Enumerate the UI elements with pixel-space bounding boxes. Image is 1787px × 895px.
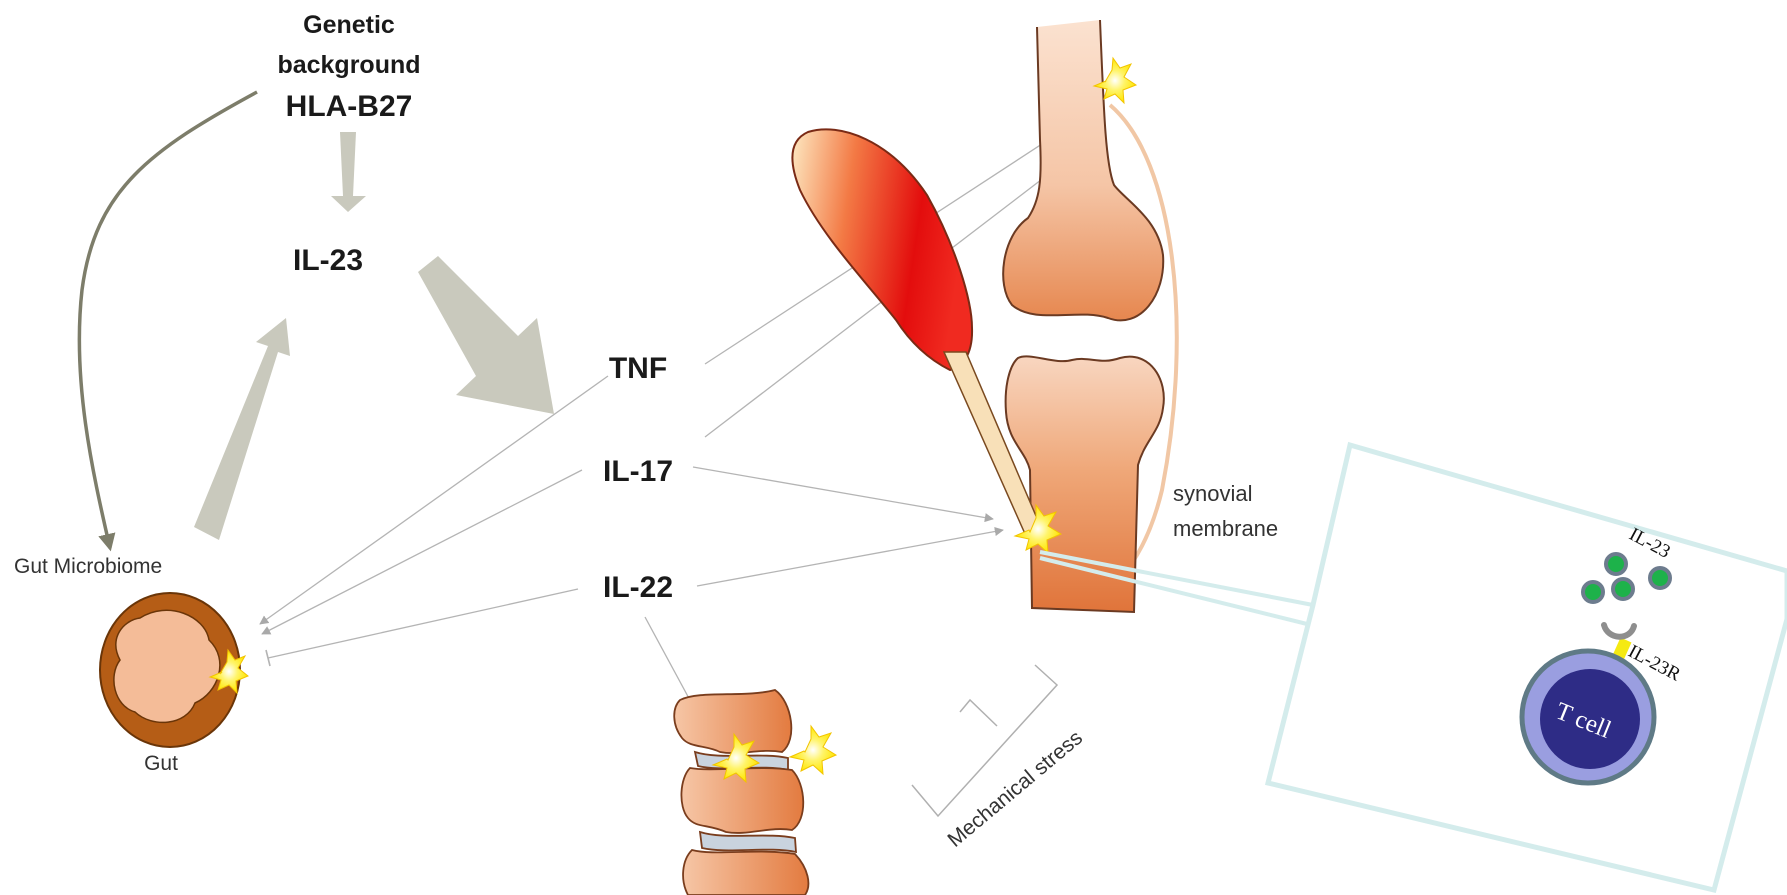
microbiome-to-il23-arrow [194,318,290,540]
synovial-label-line1: synovial [1173,481,1252,506]
mechanical-stress-label: Mechanical stress [943,726,1087,852]
hla-to-il23-arrow [331,132,366,212]
il17-to-gut-arrow [262,470,582,634]
il22-inhibits-gut-line [268,589,578,658]
il22-label: IL-22 [603,571,673,604]
tnf-label: TNF [609,352,667,385]
spine-inflammation-icon-right [790,726,836,774]
genetic-background-line1: Genetic [303,11,395,39]
gut-microbiome-label: Gut Microbiome [14,555,162,578]
tnf-to-gut-arrow [260,376,608,624]
femur-bone [1003,20,1163,320]
il17-label: IL-17 [603,455,673,488]
spine-illustration [674,690,808,895]
gut-label: Gut [144,752,178,775]
il22-to-enthesis-arrow [697,530,1003,586]
inset-cytokines [1583,554,1670,602]
genetic-background-line2: background [277,51,420,79]
il17-to-enthesis-arrow [693,467,993,519]
il23-label: IL-23 [293,244,363,277]
muscle [792,129,972,370]
hla-b27-label: HLA-B27 [286,90,413,123]
gut-illustration [100,593,240,747]
inset-panel [1268,445,1787,890]
synovial-label-line2: membrane [1173,516,1278,541]
tibia-bone [1006,356,1164,612]
il23-to-cytokines-arrow [418,256,554,414]
mechanical-stress-brace [912,665,1057,816]
